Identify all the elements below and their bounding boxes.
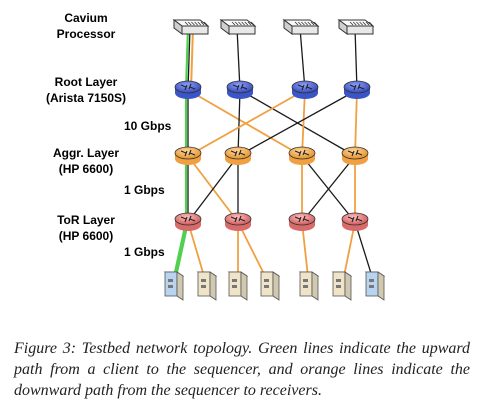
label-cavium-line1: Cavium (64, 11, 107, 25)
link-cavium4-root4 (354, 27, 358, 91)
router-icon (288, 212, 316, 231)
label-tor-line2: (HP 6600) (59, 229, 113, 243)
router-icon (343, 80, 371, 99)
router-icon (291, 80, 319, 99)
label-root-line2: (Arista 7150S) (46, 91, 126, 105)
processor-icon (219, 19, 257, 35)
router-icon (341, 146, 369, 165)
label-tor-line1: ToR Layer (57, 213, 115, 227)
router-icon (226, 80, 254, 99)
router-icon (174, 146, 202, 165)
server-icon (364, 271, 386, 301)
label-cavium-line2: Processor (57, 27, 116, 41)
green-path-segment-4 (184, 27, 190, 91)
link-cavium3-root3 (299, 27, 306, 91)
link-aggr4-tor3 (301, 155, 356, 223)
server-icon (163, 271, 185, 301)
label-aggr-line2: (HP 6600) (59, 162, 113, 176)
label-speed-root-aggr: 10 Gbps (124, 119, 172, 133)
router-icon (224, 212, 252, 231)
label-aggr-line1: Aggr. Layer (53, 146, 119, 160)
link-cavium1-root1 (187, 27, 191, 91)
server-icon (227, 271, 249, 301)
link-aggr2-tor1 (187, 155, 239, 223)
link-root4-aggr4 (354, 89, 358, 157)
link-root3-aggr1 (187, 89, 306, 157)
label-speed-aggr-tor: 1 Gbps (124, 183, 165, 197)
router-icon (174, 80, 202, 99)
figure-caption: Figure 3: Testbed network topology. Gree… (14, 340, 470, 399)
server-icon (331, 271, 353, 301)
label-speed-tor-host: 1 Gbps (124, 245, 165, 259)
processor-icon (337, 19, 375, 35)
devices-group (163, 19, 386, 301)
link-root4-aggr2 (237, 89, 358, 157)
router-icon (224, 146, 252, 165)
link-root2-aggr2 (237, 89, 241, 157)
server-icon (298, 271, 320, 301)
processor-icon (282, 19, 320, 35)
router-icon (341, 212, 369, 231)
layer-labels: Cavium Processor Root Layer (Arista 7150… (46, 11, 172, 259)
orange-path-cavium-root (190, 27, 194, 91)
link-cavium2-root2 (236, 27, 241, 91)
router-icon (174, 212, 202, 231)
router-icon (288, 146, 316, 165)
label-root-line1: Root Layer (55, 75, 118, 89)
link-root3-aggr3 (301, 89, 306, 157)
processor-icon (172, 19, 210, 35)
server-icon (259, 271, 281, 301)
server-icon (196, 271, 218, 301)
